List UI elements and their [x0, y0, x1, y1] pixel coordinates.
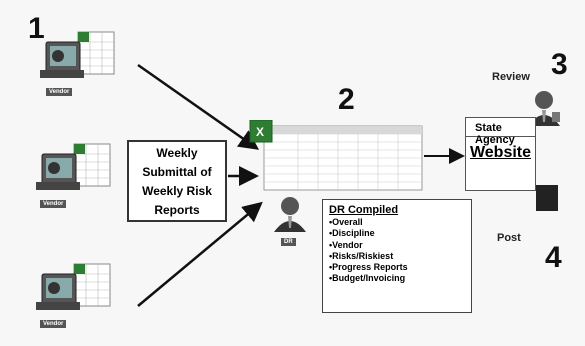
- vendor-icon-1: [38, 30, 115, 88]
- vendor-computer-icon: [40, 31, 115, 78]
- dr-item-discipline: •Discipline: [329, 228, 375, 239]
- vendor-icon-2: [34, 142, 111, 200]
- website-label: Website: [469, 144, 532, 161]
- weekly-submittal-box: Weekly Submittal of Weekly Risk Reports: [127, 140, 227, 222]
- dr-item-vendor: •Vendor: [329, 239, 363, 250]
- step-number-2: 2: [338, 83, 355, 116]
- vendor-computer-icon: [36, 263, 111, 310]
- dr-item-budget: •Budget/Invoicing: [329, 273, 406, 284]
- step-number-4: 4: [545, 241, 562, 274]
- dr-label: DR: [281, 238, 296, 246]
- post-label: Post: [497, 232, 521, 244]
- state-agency-title: State Agency: [466, 118, 535, 146]
- submittal-line-1: Weekly: [156, 146, 198, 160]
- dr-person-icon: [274, 197, 306, 232]
- dr-item-risks: •Risks/Riskiest: [329, 250, 394, 261]
- submittal-line-3: Weekly Risk: [142, 184, 212, 198]
- vendor-computer-icon: [36, 143, 111, 190]
- svg-text:X: X: [256, 125, 264, 139]
- vendor-label-2: Vendor: [40, 200, 67, 208]
- arrow-vendor1-to-report: [137, 63, 260, 150]
- vendor-icon-3: [34, 262, 111, 320]
- dr-item-overall: •Overall: [329, 217, 363, 227]
- compiled-spreadsheet-icon: X: [249, 120, 423, 191]
- submittal-line-4: Reports: [154, 203, 200, 217]
- state-agency-box: State Agency Website: [465, 117, 536, 191]
- arrow-vendor3-to-report: [137, 201, 263, 307]
- reviewer-person-icon: [528, 91, 560, 126]
- submittal-line-2: Submittal of: [142, 165, 212, 179]
- dr-compiled-title: DR Compiled: [329, 204, 399, 216]
- vendor-label-1: Vendor: [46, 88, 73, 96]
- dr-item-progress: •Progress Reports: [329, 262, 408, 273]
- review-label: Review: [492, 71, 530, 83]
- dr-compiled-box: DR Compiled •Overall •Discipline •Vendor…: [322, 199, 472, 313]
- posting-device-icon: [536, 185, 558, 211]
- step-number-1: 1: [28, 12, 45, 45]
- vendor-label-3: Vendor: [40, 320, 67, 328]
- step-number-3: 3: [551, 48, 568, 81]
